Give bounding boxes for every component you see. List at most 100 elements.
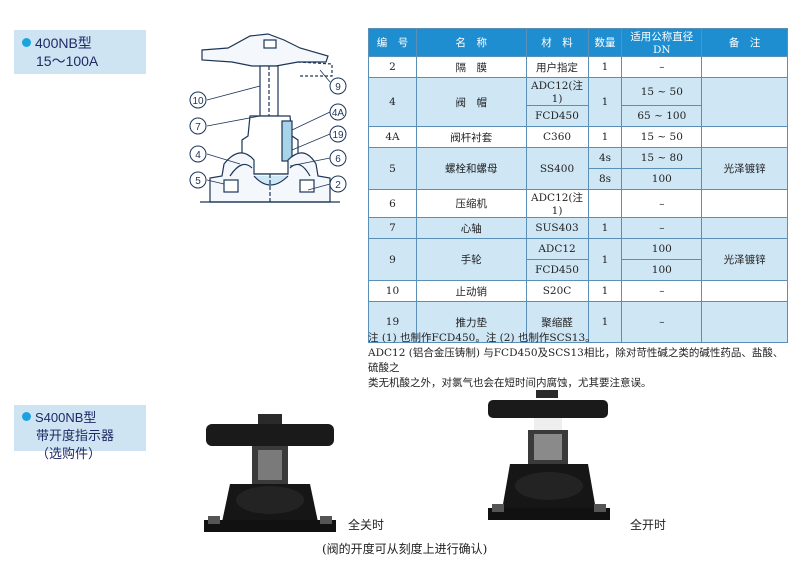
cell-qty: 8s: [587, 168, 623, 190]
cell-no: 6: [368, 189, 417, 218]
cell-material: SS400: [525, 147, 589, 190]
table-notes: 注 (1) 也制作FCD450。注 (2) 也制作SCS13。 ADC12 (铝…: [368, 331, 792, 391]
cell-dn: 15 ~ 80: [621, 147, 703, 169]
cell-name: 阀杆衬套: [415, 126, 527, 148]
table-row: 4 阀 帽 ADC12(注1) 1 15 ~ 50: [368, 77, 788, 127]
table-row: 5 螺栓和螺母 SS400 4s 15 ~ 80 光泽镀锌: [368, 147, 788, 190]
cell-no: 19: [368, 301, 417, 343]
cell-dn: –: [621, 301, 703, 343]
cell-dn: 15 ~ 50: [621, 77, 703, 106]
table-header-row: 编 号 名 称 材 料 数量 适用公称直径 DN 备 注: [368, 28, 788, 57]
header-dn: 适用公称直径 DN: [621, 28, 703, 57]
cell-material: ADC12(注1): [525, 77, 589, 106]
table-row: 2 隔 膜 用户指定 1 –: [368, 56, 788, 78]
callout-4: 4: [195, 150, 201, 161]
cell-name: 止动销: [415, 280, 527, 302]
cell-material: FCD450: [525, 259, 589, 281]
cell-dn: 15 ~ 50: [621, 126, 703, 148]
header-note: 备 注: [701, 28, 788, 57]
callout-10: 10: [192, 96, 204, 107]
caption-footnote: (阀的开度可从刻度上进行确认): [322, 542, 488, 556]
cell-material: 聚缩醛: [525, 301, 589, 343]
callout-7: 7: [195, 122, 201, 133]
cell-no: 7: [368, 217, 417, 239]
valve-photo-open: [488, 390, 610, 520]
cell-qty: 1: [587, 238, 623, 281]
header-name: 名 称: [415, 28, 527, 57]
cell-material: S20C: [525, 280, 589, 302]
note-line3: 类无机酸之外，对氯气也会在短时间内腐蚀，尤其要注意误。: [368, 377, 652, 389]
table-row: 4A 阀杆衬套 C360 1 15 ~ 50: [368, 126, 788, 148]
cell-qty: 1: [587, 77, 623, 127]
cell-name: 螺栓和螺母: [415, 147, 527, 190]
cell-no: 10: [368, 280, 417, 302]
header-material: 材 料: [525, 28, 589, 57]
table-row: 10 止动销 S20C 1 –: [368, 280, 788, 302]
cell-no: 2: [368, 56, 417, 78]
cell-qty: 1: [587, 56, 623, 78]
callout-19: 19: [332, 130, 344, 141]
cell-qty: 1: [587, 126, 623, 148]
callout-5: 5: [195, 176, 201, 187]
title-line1: S400NB型: [35, 410, 97, 425]
cell-name: 心轴: [415, 217, 527, 239]
section-title-s400nb: S400NB型 带开度指示器（选购件）: [14, 405, 146, 461]
note-line2: ADC12 (铝合金压铸制) 与FCD450及SCS13相比，除对苛性碱之类的碱…: [368, 347, 784, 374]
cell-qty: 1: [587, 280, 623, 302]
cell-name: 推力垫: [415, 301, 527, 343]
table-row: 8s 100: [369, 168, 788, 190]
cell-qty: [587, 189, 623, 218]
cell-qty: 1: [587, 301, 623, 343]
header-qty: 数量: [587, 28, 623, 57]
cell-material: ADC12(注1): [525, 189, 589, 218]
cell-dn: –: [621, 217, 703, 239]
note-line1: 注 (1) 也制作FCD450。注 (2) 也制作SCS13。: [368, 332, 596, 344]
header-no: 编 号: [368, 28, 417, 57]
cell-note: [701, 217, 788, 239]
cell-note: [701, 189, 788, 218]
callout-6: 6: [335, 154, 341, 165]
cell-material: FCD450: [525, 105, 589, 127]
table-row: FCD450 65 ~ 100: [369, 105, 788, 127]
cell-material: ADC12: [525, 238, 589, 260]
cell-note: 光泽镀锌: [701, 238, 788, 281]
callout-4a: 4A: [332, 108, 345, 119]
table-row: 9 手轮 ADC12 1 100 光泽镀锌: [368, 238, 788, 281]
valve-cross-section-diagram: 10 7 4 5 9 4A 19 6 2: [189, 33, 347, 203]
cell-material: C360: [525, 126, 589, 148]
title-line2: 15～100A: [36, 53, 99, 69]
cell-name: 阀 帽: [415, 77, 527, 127]
cell-note: [701, 280, 788, 302]
cell-dn: 100: [621, 259, 703, 281]
table-row: 7 心轴 SUS403 1 –: [368, 217, 788, 239]
cell-dn: 100: [621, 238, 703, 260]
table-row: 6 压缩机 ADC12(注1) –: [368, 189, 788, 218]
cell-dn: 65 ~ 100: [621, 105, 703, 127]
cell-no: 4A: [368, 126, 417, 148]
cell-name: 隔 膜: [415, 56, 527, 78]
table-row: FCD450 100: [369, 259, 788, 281]
title-line2: 带开度指示器（选购件）: [36, 428, 115, 461]
cell-no: 9: [368, 238, 417, 281]
cell-qty: 1: [587, 217, 623, 239]
cell-no: 4: [368, 77, 417, 127]
cell-dn: –: [621, 56, 703, 78]
callout-2: 2: [335, 180, 341, 191]
bullet-icon: [22, 38, 31, 47]
cell-note: [701, 126, 788, 148]
cell-dn: –: [621, 189, 703, 218]
title-line1: 400NB型: [35, 35, 92, 51]
bullet-icon: [22, 412, 31, 421]
cell-note: 光泽镀锌: [701, 147, 788, 190]
parts-table: 编 号 名 称 材 料 数量 适用公称直径 DN 备 注 2 隔 膜 用户指定 …: [368, 28, 788, 343]
valve-photo-closed: [204, 414, 336, 532]
cell-qty: 4s: [587, 147, 623, 169]
cell-material: SUS403: [525, 217, 589, 239]
caption-open: 全开时: [630, 518, 667, 532]
cell-no: 5: [368, 147, 417, 190]
cell-note: [701, 301, 788, 343]
cell-dn: 100: [621, 168, 703, 190]
cell-note: [701, 56, 788, 78]
cell-name: 手轮: [415, 238, 527, 281]
cell-material: 用户指定: [525, 56, 589, 78]
